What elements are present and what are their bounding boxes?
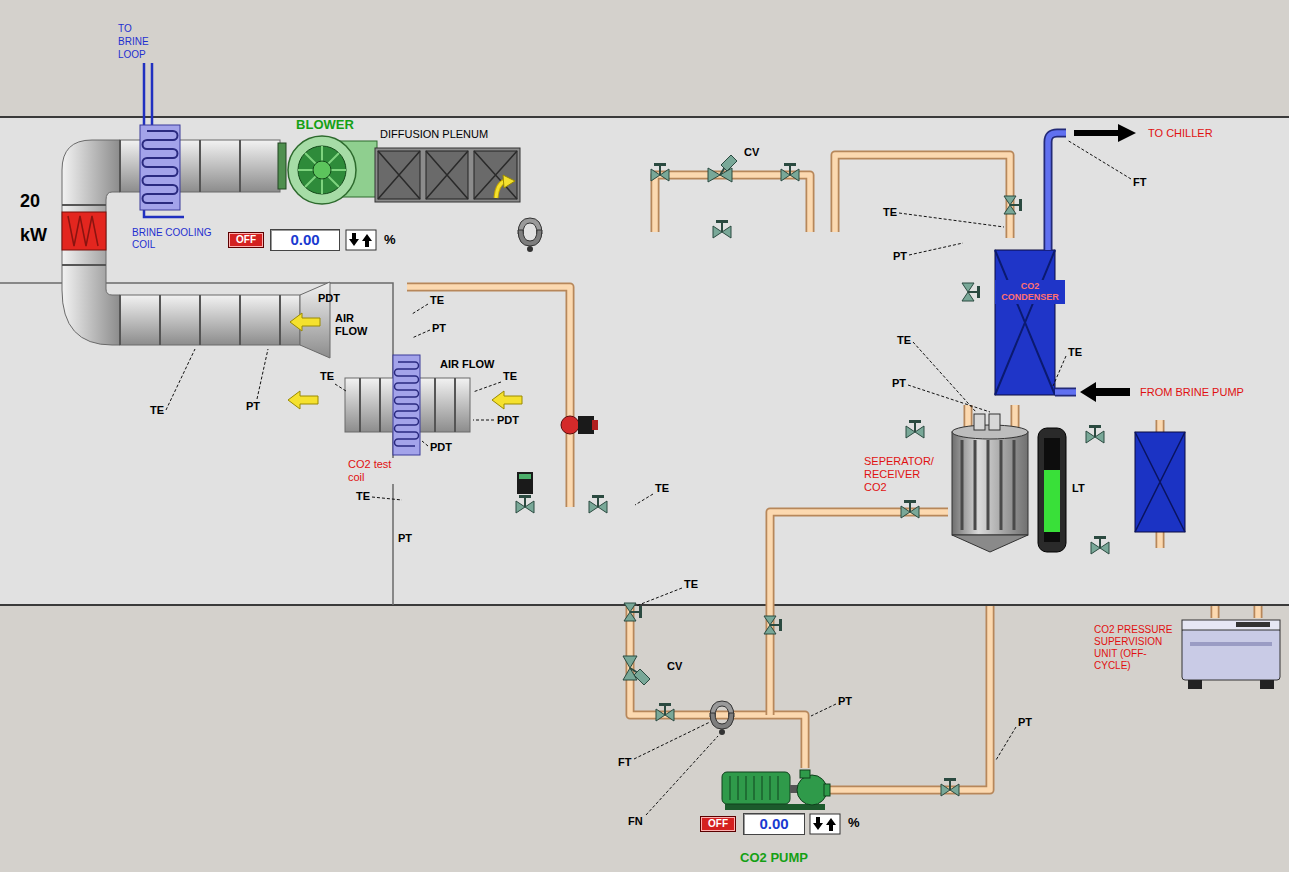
test-coil: CO2 test coil (393, 355, 420, 455)
leader-line (166, 140, 1131, 815)
instrument-tag: PDT (430, 441, 452, 454)
node-label: 0.00 (290, 231, 319, 249)
blower-symbol (278, 136, 377, 204)
hand-valve (962, 283, 980, 301)
plenum-symbol (375, 148, 520, 202)
instrument-tag: TE (320, 370, 334, 383)
hand-valve (589, 495, 607, 513)
node-label: DIFFUSION PLENUM (380, 128, 520, 141)
test-coil-symbol (393, 355, 420, 455)
speed-arrows (346, 230, 840, 834)
value-display: 0.00 (743, 813, 805, 835)
instrument-tag: TE (503, 370, 517, 383)
instrument-tag: TE (150, 404, 164, 417)
instrument-tag: PT (432, 322, 446, 335)
diffusion-plenum: DIFFUSION PLENUM (375, 148, 520, 202)
supervision-unit: CO2 PRESSURE SUPERVISION UNIT (OFF-CYCLE… (1180, 618, 1282, 690)
instrument-tag: AIR FLOW (335, 312, 371, 338)
instrument-tag: PT (893, 250, 907, 263)
hand-valve (713, 220, 731, 238)
node-label: BLOWER (285, 117, 365, 133)
hand-valve (656, 703, 674, 721)
node-label: CO2 PRESSURE SUPERVISION UNIT (OFF-CYCLE… (1094, 624, 1176, 672)
node-label: 20 kW (20, 184, 52, 252)
solenoid-valve (516, 472, 534, 513)
node-label: OFF (708, 818, 728, 830)
hand-valve (624, 603, 642, 621)
instrument-tag: TE (356, 490, 370, 503)
instrument-tag: PDT (318, 292, 340, 305)
instrument-tag: FN (628, 815, 643, 828)
flow-clamp (518, 218, 542, 252)
instrument-tag: TE (684, 578, 698, 591)
control-valve (623, 656, 650, 685)
instrument-tag: FT (618, 756, 631, 769)
hand-valve (901, 500, 919, 518)
instrument-tag: % (384, 232, 396, 247)
off-button: OFF (700, 816, 736, 832)
node-label: SEPERATOR/ RECEIVER CO2 (864, 455, 942, 494)
supervision-unit-symbol (1182, 620, 1280, 689)
cooling-coil-symbol (140, 125, 180, 210)
hand-valve (1091, 536, 1109, 554)
instrument-tag: AIR FLOW (440, 358, 494, 371)
instrument-tag: PT (892, 377, 906, 390)
pump-symbol (722, 770, 830, 810)
node-label: CO2 CONDENSER (995, 280, 1065, 304)
flow-meter (710, 701, 734, 735)
condenser-symbol (995, 250, 1055, 395)
level-gauge (1038, 428, 1066, 552)
hand-valve (941, 778, 959, 796)
instrument-tag: FROM BRINE PUMP (1140, 386, 1244, 399)
heater-element: 20 kW (62, 212, 106, 250)
instrument-tag: FT (1133, 176, 1146, 189)
hand-valve (906, 420, 924, 438)
instrument-tag: PT (838, 695, 852, 708)
hand-valve (1086, 425, 1104, 443)
cooling-coil: BRINE COOLING COIL (140, 125, 180, 210)
hand-valve (781, 163, 799, 181)
separator-receiver: SEPERATOR/ RECEIVER CO2 (948, 405, 1032, 552)
instrument-tag: CV (744, 146, 759, 159)
node-label: OFF (236, 234, 256, 246)
instrument-tag: TE (1068, 346, 1082, 359)
heat-exchanger (1135, 432, 1185, 532)
instrument-tag: TE (655, 482, 669, 495)
control-valve (708, 155, 737, 182)
relief-valve (561, 416, 598, 434)
off-button: OFF (228, 232, 264, 248)
instrument-tag: TE (430, 294, 444, 307)
node-label: CO2 test coil (348, 458, 400, 484)
brine-pipe (1048, 124, 1136, 402)
blower: BLOWER (285, 135, 377, 205)
instrument-tag: CV (667, 660, 682, 673)
heater-element (62, 212, 106, 250)
instrument-tag: % (848, 815, 860, 830)
co2-condenser: CO2 CONDENSER (995, 250, 1065, 395)
node-label: CO2 PUMP (724, 850, 824, 866)
hand-valve (651, 163, 669, 181)
hand-valve (764, 616, 782, 634)
instrument-tag: PT (1018, 716, 1032, 729)
node-label: 0.00 (759, 815, 788, 833)
instrument-tag: LT (1072, 482, 1085, 495)
instrument-tag: TE (897, 334, 911, 347)
hand-valve (1004, 196, 1022, 214)
instrument-tag: TO CHILLER (1148, 127, 1213, 140)
valve (516, 155, 1109, 796)
instrument-tag: PDT (497, 414, 519, 427)
instrument-tag: PT (398, 532, 412, 545)
value-display: 0.00 (270, 229, 340, 251)
separator-symbol (952, 414, 1028, 552)
room-background (0, 117, 1289, 605)
instrument-tag: TE (883, 206, 897, 219)
co2-pump: CO2 PUMP (718, 768, 830, 812)
instrument-tag: PT (246, 400, 260, 413)
instrument-tag: TO BRINE LOOP (118, 22, 162, 61)
node-label: BRINE COOLING COIL (132, 227, 212, 251)
